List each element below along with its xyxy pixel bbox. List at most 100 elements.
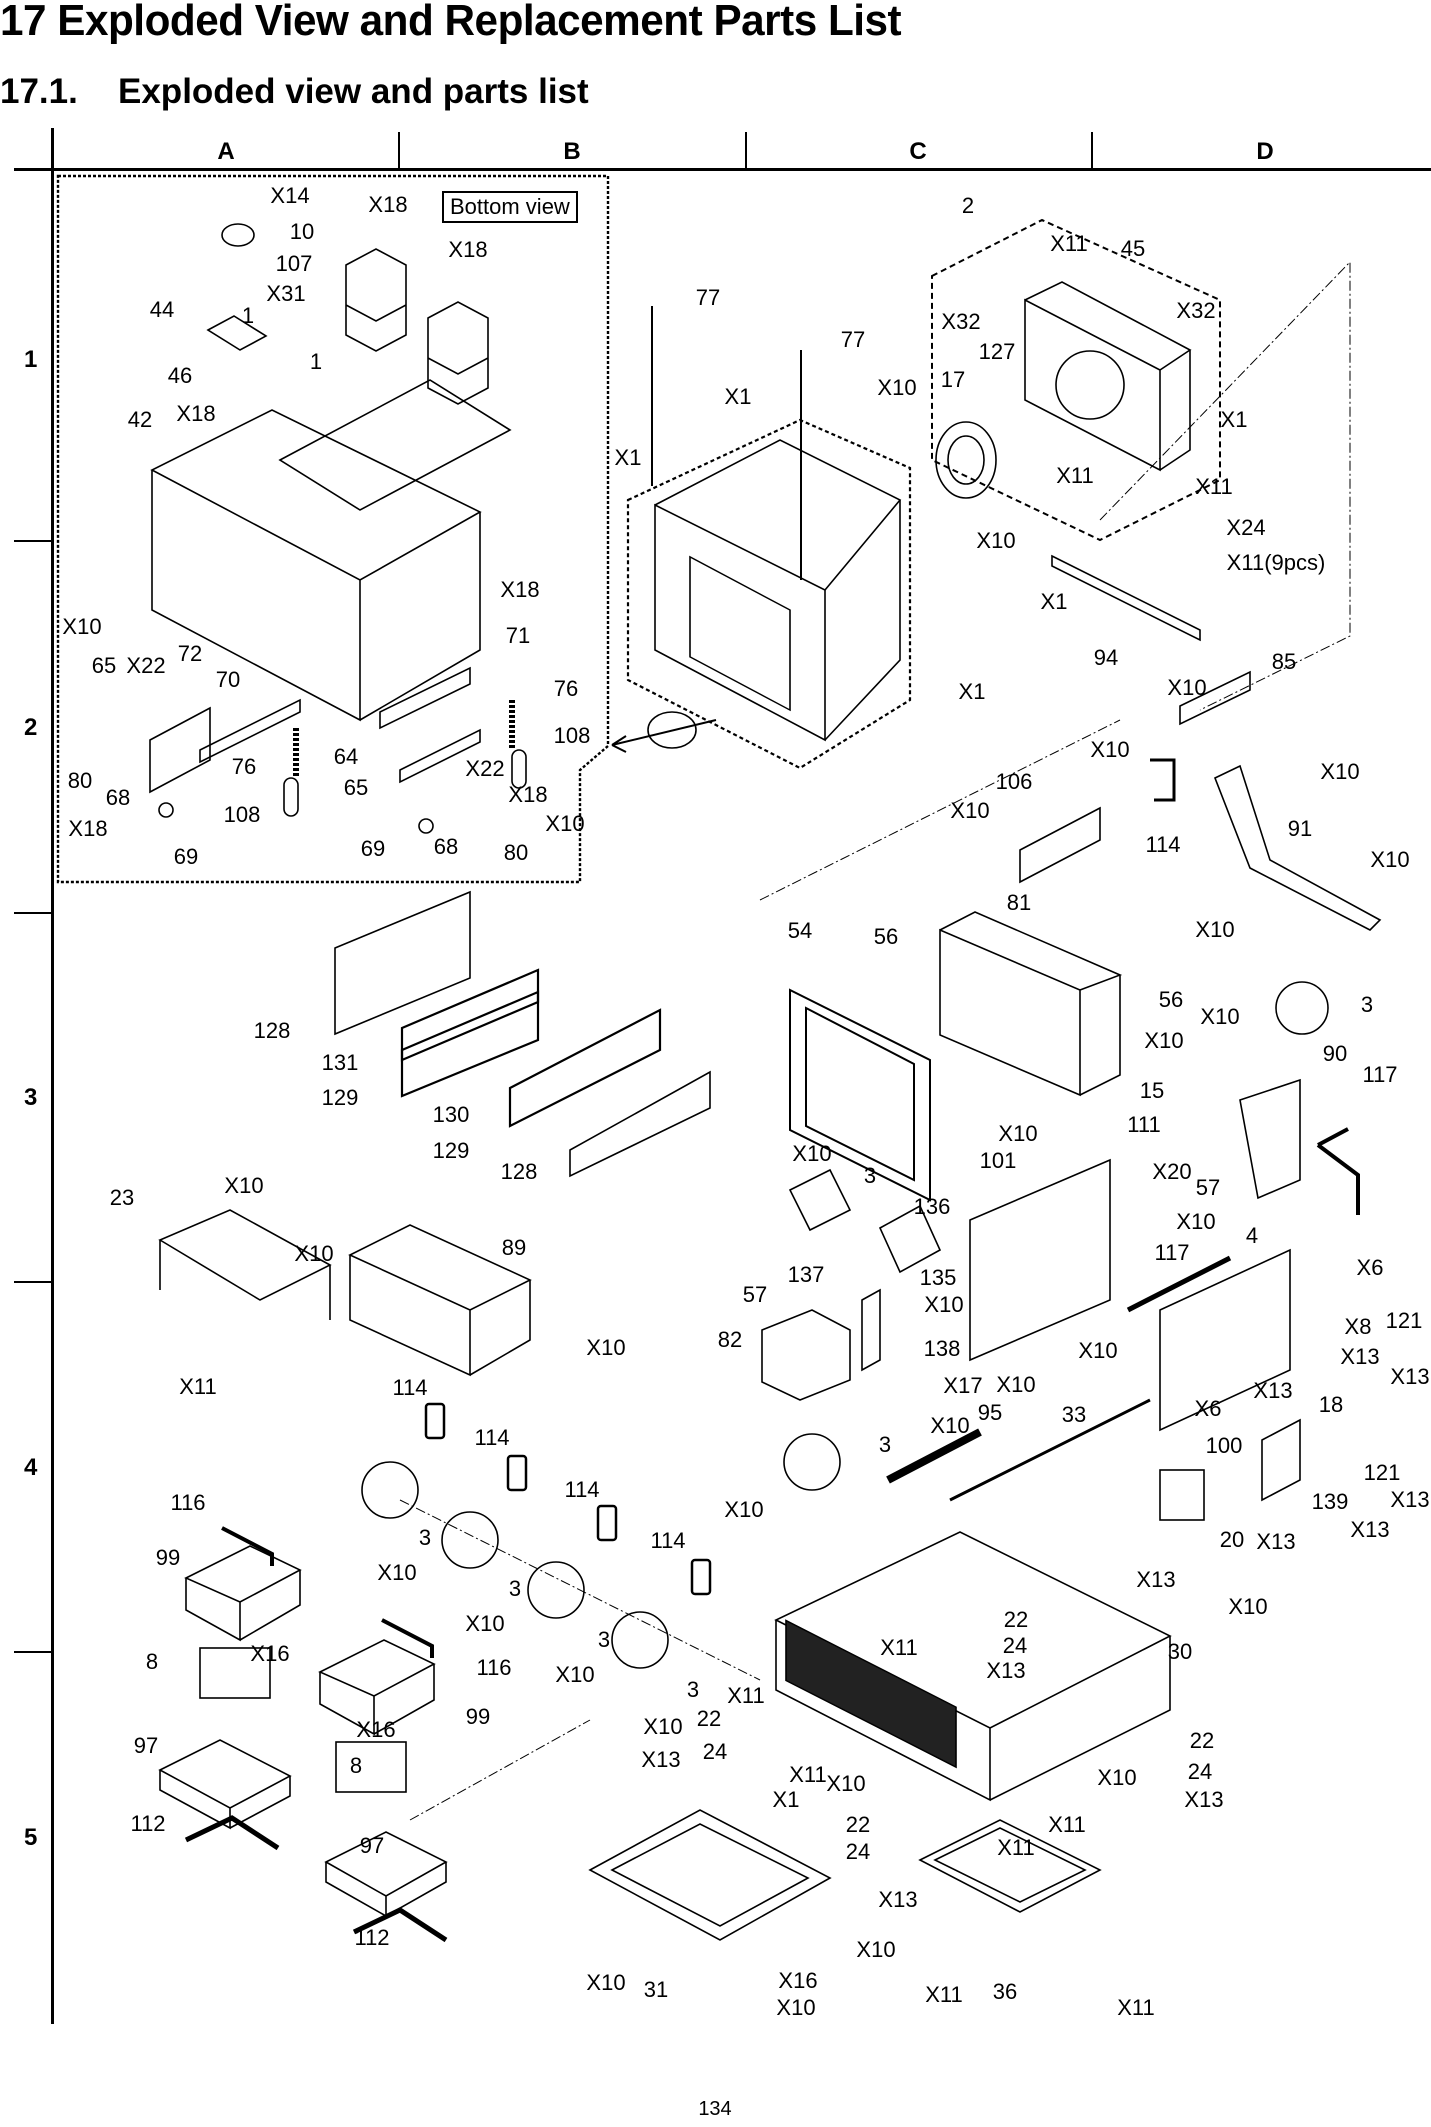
part-callout-64: 64 xyxy=(333,744,359,769)
bracket-81 xyxy=(1019,806,1101,884)
part-callout-10: 10 xyxy=(289,219,315,244)
part-callout-81: 81 xyxy=(1006,890,1032,915)
cover-56 xyxy=(939,911,1123,1097)
part-callout-3e: 3 xyxy=(508,1576,522,1601)
part-callout-X1c: X1 xyxy=(1040,589,1068,614)
bracket-90 xyxy=(1239,1078,1301,1200)
part-callout-31: 31 xyxy=(643,1977,669,2002)
tray-97b xyxy=(324,1831,448,1918)
convection-box xyxy=(1024,281,1192,472)
part-callout-100: 100 xyxy=(1205,1433,1243,1458)
grid-top-rule xyxy=(14,168,1431,171)
part-callout-68a: 68 xyxy=(105,785,131,810)
part-callout-X10z: X10 xyxy=(776,1995,816,2020)
part-callout-X13a: X13 xyxy=(1340,1344,1380,1369)
part-callout-90: 90 xyxy=(1322,1041,1348,1066)
heater-17 xyxy=(935,421,997,499)
part-callout-X10ab: X10 xyxy=(294,1241,334,1266)
part-callout-X1d: X1 xyxy=(958,679,986,704)
part-callout-X18b: X18 xyxy=(448,237,488,262)
part-callout-X10l: X10 xyxy=(1200,1004,1240,1029)
part-callout-106: 106 xyxy=(995,769,1033,794)
part-callout-X10g: X10 xyxy=(950,798,990,823)
part-callout-X10t: X10 xyxy=(724,1497,764,1522)
part-callout-X13g: X13 xyxy=(1136,1567,1176,1592)
heater-17-inner xyxy=(947,435,985,485)
part-callout-8b: 8 xyxy=(349,1753,363,1778)
part-callout-22d: 22 xyxy=(845,1812,871,1837)
part-callout-94: 94 xyxy=(1093,645,1119,670)
gasket-130 xyxy=(508,1008,662,1128)
part-callout-76a: 76 xyxy=(231,754,257,779)
magnetron-lower xyxy=(427,301,489,405)
part-callout-X1f: X1 xyxy=(772,1787,800,1812)
panel-128a xyxy=(334,890,471,1036)
part-callout-71: 71 xyxy=(505,623,531,648)
roller-69b xyxy=(418,818,434,834)
part-callout-X10k: X10 xyxy=(1144,1028,1184,1053)
part-callout-X11b: X11 xyxy=(1056,463,1094,488)
part-callout-X10u: X10 xyxy=(1228,1594,1268,1619)
part-callout-72: 72 xyxy=(177,641,203,666)
row-header-4: 4 xyxy=(24,1454,38,1481)
part-callout-101: 101 xyxy=(979,1148,1017,1173)
bar-112b xyxy=(352,1907,448,1943)
part-callout-114c: 114 xyxy=(474,1425,510,1450)
grid-left-rule xyxy=(51,128,54,2024)
gasket-114d xyxy=(596,1504,618,1542)
fan-3b xyxy=(788,1168,852,1232)
part-callout-X10o: X10 xyxy=(1176,1209,1216,1234)
part-callout-X13k: X13 xyxy=(878,1887,918,1912)
pcb-139 xyxy=(1261,1418,1301,1502)
part-callout-X10x: X10 xyxy=(856,1937,896,1962)
part-callout-89: 89 xyxy=(501,1235,527,1260)
part-callout-8a: 8 xyxy=(145,1649,159,1674)
part-callout-X11e: X11 xyxy=(880,1635,918,1660)
bar-112a xyxy=(184,1815,280,1851)
part-callout-30: 30 xyxy=(1167,1639,1193,1664)
blower-3d xyxy=(361,1461,419,1519)
cavity-front xyxy=(654,503,826,742)
part-callout-X32b: X32 xyxy=(941,309,981,334)
part-callout-15: 15 xyxy=(1139,1078,1165,1103)
part-callout-3c: 3 xyxy=(878,1432,892,1457)
part-callout-130: 130 xyxy=(432,1102,470,1127)
page-title: 17 Exploded View and Replacement Parts L… xyxy=(0,0,902,45)
row-header-5: 5 xyxy=(24,1824,38,1851)
gasket-129a xyxy=(400,990,540,1098)
guide-line-2 xyxy=(399,1499,761,1681)
magnetron-upper xyxy=(345,248,407,352)
part-callout-X10ae: X10 xyxy=(465,1611,505,1636)
part-callout-114a: 114 xyxy=(1145,832,1181,857)
part-callout-138: 138 xyxy=(923,1336,961,1361)
part-callout-22c: 22 xyxy=(1189,1728,1215,1753)
part-callout-X11c: X11 xyxy=(1195,474,1233,499)
part-callout-X13f: X13 xyxy=(1350,1517,1390,1542)
part-callout-117a: 117 xyxy=(1362,1062,1398,1087)
part-callout-77a: 77 xyxy=(695,285,721,310)
part-callout-X6a: X6 xyxy=(1356,1255,1384,1280)
part-callout-24c: 24 xyxy=(1187,1759,1213,1784)
part-callout-56b: 56 xyxy=(1158,987,1184,1012)
transformer-8b xyxy=(335,1741,407,1793)
bracket-23 xyxy=(158,1209,332,1320)
part-callout-X10e: X10 xyxy=(1167,675,1207,700)
part-callout-76b: 76 xyxy=(553,676,579,701)
part-callout-X10ad: X10 xyxy=(377,1560,417,1585)
part-callout-46: 46 xyxy=(167,363,193,388)
part-callout-22a: 22 xyxy=(1003,1607,1029,1632)
part-callout-X10n: X10 xyxy=(792,1141,832,1166)
part-callout-116b: 116 xyxy=(476,1655,512,1680)
gasket-114e xyxy=(690,1558,712,1596)
grid-col-divider-ab xyxy=(398,132,400,170)
top-plate xyxy=(278,379,512,511)
part-callout-X10s: X10 xyxy=(930,1413,970,1438)
bottom-view-frame xyxy=(56,174,610,884)
part-callout-X1b: X1 xyxy=(614,445,642,470)
part-callout-1a: 1 xyxy=(241,303,255,328)
panel-128b xyxy=(569,1070,711,1178)
part-callout-X20: X20 xyxy=(1152,1159,1192,1184)
part-callout-X13c: X13 xyxy=(1253,1378,1293,1403)
part-callout-99a: 99 xyxy=(155,1545,181,1570)
part-callout-X18e: X18 xyxy=(68,816,108,841)
